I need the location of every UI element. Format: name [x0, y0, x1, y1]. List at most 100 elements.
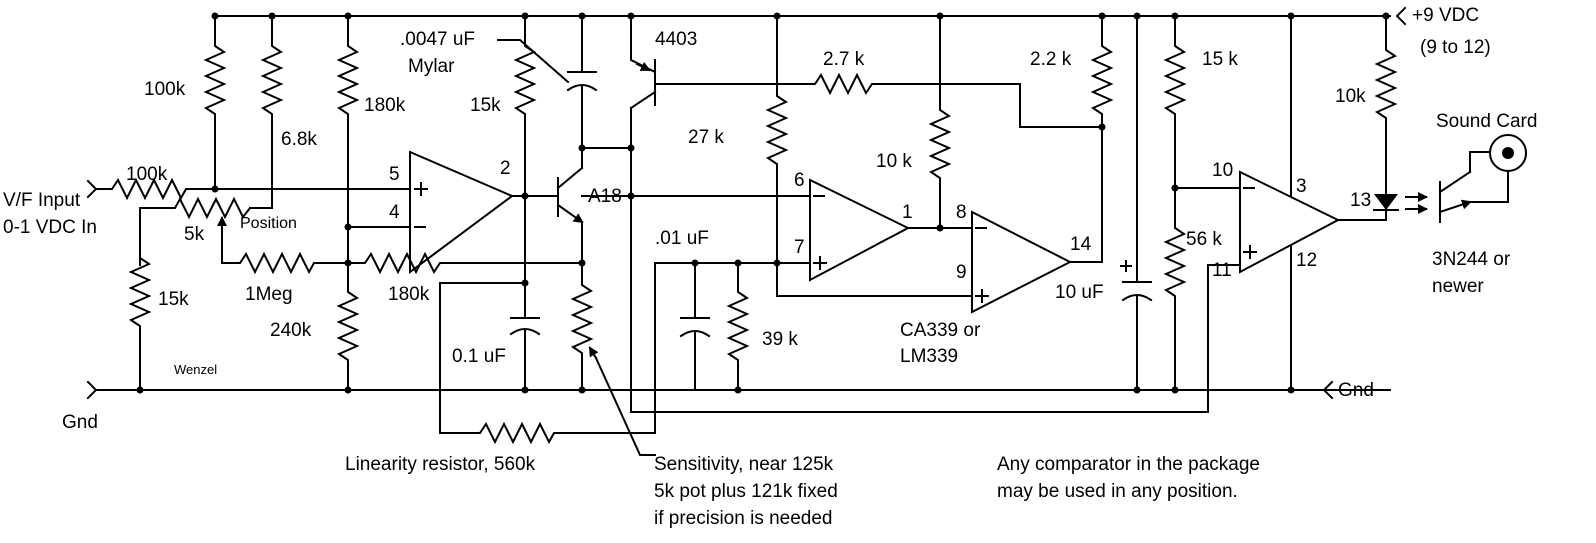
r-input-100k — [95, 177, 216, 201]
note-any-1: Any comparator in the package — [997, 454, 1260, 475]
author-label: Wenzel — [174, 362, 217, 377]
r-10k-cmp-label: 10 k — [876, 151, 912, 172]
r-1meg — [221, 249, 349, 275]
wire-14 — [1069, 126, 1103, 263]
input-terminal — [86, 179, 98, 199]
wire-photo-c — [1469, 151, 1491, 173]
note-linearity: Linearity resistor, 560k — [345, 454, 536, 475]
pin-8: 8 — [956, 202, 967, 223]
photo-emitter — [1438, 199, 1472, 214]
note-sens-1: Sensitivity, near 125k — [654, 454, 834, 475]
npn-emitter — [556, 203, 584, 224]
r-10k-led — [1374, 15, 1398, 195]
opto-label-1: 3N244 or — [1432, 249, 1511, 270]
wire-pnp-c — [630, 107, 1241, 413]
gnd-right-label: Gnd — [1338, 380, 1374, 401]
comparator-2 — [971, 210, 1073, 314]
r-15-bias-label: 15k — [470, 95, 501, 116]
r-56k — [1163, 187, 1187, 391]
pin-2: 2 — [500, 158, 511, 179]
supply-terminal — [1395, 6, 1407, 26]
pnp-label: 4403 — [655, 29, 697, 50]
c-10-label: 10 uF — [1055, 282, 1104, 303]
r-27k-label: 27 k — [688, 127, 724, 148]
c-01uf-label: 0.1 uF — [452, 346, 506, 367]
pin-3: 3 — [1296, 176, 1307, 197]
ground-terminal-left — [86, 380, 98, 400]
pin-9: 9 — [956, 262, 967, 283]
pin-10: 10 — [1212, 160, 1233, 181]
note-sens-3: if precision is needed — [654, 508, 833, 529]
r-top-a-label: 100k — [144, 79, 186, 100]
r-100k-top — [203, 15, 227, 190]
pin-12: 12 — [1296, 250, 1317, 271]
r-180-mid-label: 180k — [388, 284, 430, 305]
r-6-8k — [249, 15, 284, 209]
wire-npn-c — [581, 147, 632, 169]
gnd-left-label: Gnd — [62, 412, 98, 433]
sound-card-label: Sound Card — [1436, 111, 1537, 132]
r-27-label: 2.7 k — [823, 49, 865, 70]
pnp-arrow — [635, 61, 651, 72]
r-27k — [765, 15, 789, 264]
r-15-left-label: 15k — [158, 289, 189, 310]
c-mylar-label-1: .0047 uF — [400, 29, 475, 50]
r-1meg-label: 1Meg — [245, 284, 293, 305]
pin-6: 6 — [794, 170, 805, 191]
ic-label-2: LM339 — [900, 346, 958, 367]
r-39k — [726, 262, 750, 391]
r-56-label: 56 k — [1186, 229, 1222, 250]
r-15k-left — [128, 256, 152, 391]
wire-timing-node — [513, 15, 537, 319]
r-in-label: 100k — [126, 164, 168, 185]
pot-5k-position — [139, 196, 252, 266]
note-any-2: may be used in any position. — [997, 481, 1238, 502]
r-180-top-label: 180k — [364, 95, 406, 116]
wire-timing-link — [439, 262, 696, 445]
photo-collector — [1438, 170, 1472, 194]
pin-14: 14 — [1070, 234, 1092, 255]
wire-2-7k — [654, 72, 1103, 128]
pin-11: 11 — [1212, 260, 1232, 281]
c-01-label: .01 uF — [655, 228, 709, 249]
ic-label-1: CA339 or — [900, 320, 981, 341]
pin-4: 4 — [389, 202, 400, 223]
supply-label: +9 VDC — [1412, 5, 1479, 26]
wire-photo-e — [1469, 171, 1509, 203]
supply-range: (9 to 12) — [1420, 37, 1491, 58]
note-sens-2: 5k pot plus 121k fixed — [654, 481, 838, 502]
r-15-right-label: 15 k — [1202, 49, 1238, 70]
ground-terminal-right — [1322, 380, 1334, 400]
r-10k-cmp — [928, 15, 952, 229]
npn-label: A18 — [588, 186, 622, 207]
r-10k-led-label: 10k — [1335, 86, 1366, 107]
opto-label-2: newer — [1432, 276, 1484, 297]
input-label-2: 0-1 VDC In — [3, 217, 97, 238]
r-240k — [336, 262, 360, 391]
wire-pnp-e — [630, 15, 657, 74]
r-240-label: 240k — [270, 320, 312, 341]
sound-card-jack — [1489, 134, 1527, 172]
npn-collector — [556, 166, 584, 190]
pin-5: 5 — [389, 164, 400, 185]
comparator-3 — [1239, 170, 1341, 274]
r-180k-top — [336, 15, 360, 264]
r-22-label: 2.2 k — [1030, 49, 1072, 70]
pnp-collector — [629, 90, 657, 110]
r-2-2k — [1090, 15, 1114, 128]
sens-pot — [570, 221, 594, 391]
r-39-label: 39 k — [762, 329, 798, 350]
mylar-leader — [497, 39, 570, 84]
r-top-b-label: 6.8k — [281, 129, 317, 150]
pin-1: 1 — [902, 202, 913, 223]
pin-7: 7 — [794, 237, 805, 258]
wire-9 — [776, 262, 973, 297]
pot-5k-label: 5k — [184, 224, 205, 245]
r-15k-right — [1163, 15, 1187, 189]
wire-13 — [1337, 209, 1387, 221]
pot-position-label: Position — [240, 215, 297, 232]
r-180k-mid — [347, 251, 583, 275]
comparator-1 — [809, 178, 911, 282]
sens-leader — [594, 356, 656, 456]
